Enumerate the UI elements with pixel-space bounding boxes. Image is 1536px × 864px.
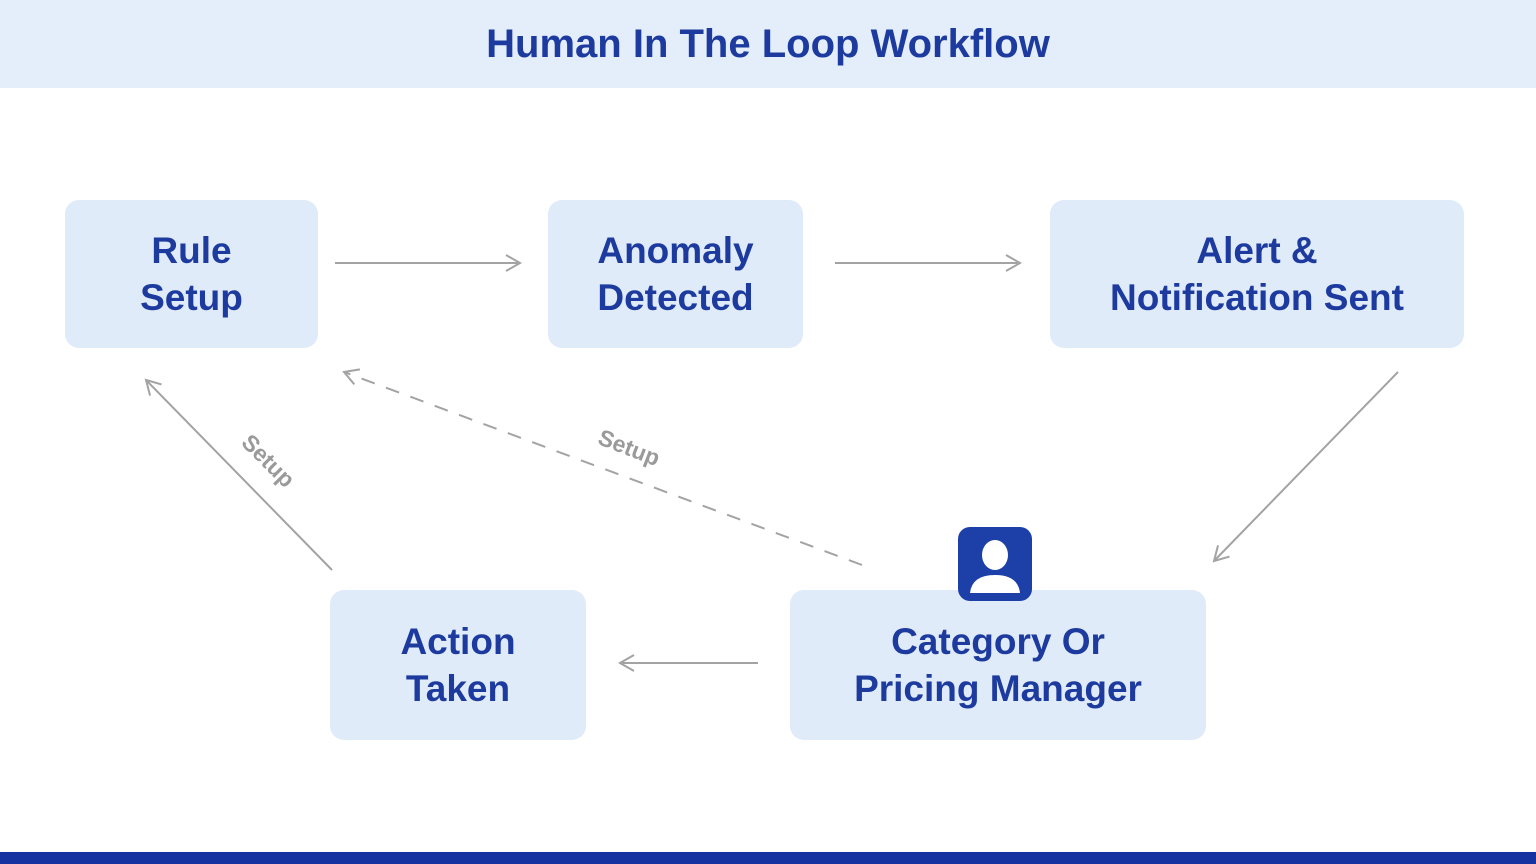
node-label-line: Rule: [151, 229, 232, 271]
node-anomaly-detected: Anomaly Detected: [548, 200, 803, 348]
person-icon: [958, 527, 1032, 601]
page-title: Human In The Loop Workflow: [486, 21, 1050, 66]
node-rule-setup: Rule Setup: [65, 200, 318, 348]
node-label-line: Anomaly: [597, 229, 754, 271]
edge-category-pricing-manager-to-rule-setup-dashed: [342, 368, 863, 566]
node-label-line: Notification Sent: [1110, 277, 1404, 318]
footer-bar: [0, 852, 1536, 864]
header-band: Human In The Loop Workflow: [0, 0, 1536, 88]
node-alert-notification-sent: Alert & Notification Sent: [1050, 200, 1464, 348]
node-category-pricing-manager: Category Or Pricing Manager: [790, 590, 1206, 740]
node-label-line: Setup: [140, 277, 243, 318]
node-label-line: Action: [400, 620, 516, 662]
edge-action-taken-to-rule-setup: [144, 378, 333, 571]
node-action-taken: Action Taken: [330, 590, 586, 740]
node-label-line: Pricing Manager: [854, 668, 1142, 709]
node-label-line: Taken: [405, 668, 511, 709]
node-label-line: Alert &: [1196, 229, 1318, 271]
edge-alert-notification-sent-to-category-pricing-manager: [1212, 371, 1399, 563]
node-label-line: Detected: [597, 277, 754, 318]
node-label-line: Category Or: [891, 620, 1105, 662]
